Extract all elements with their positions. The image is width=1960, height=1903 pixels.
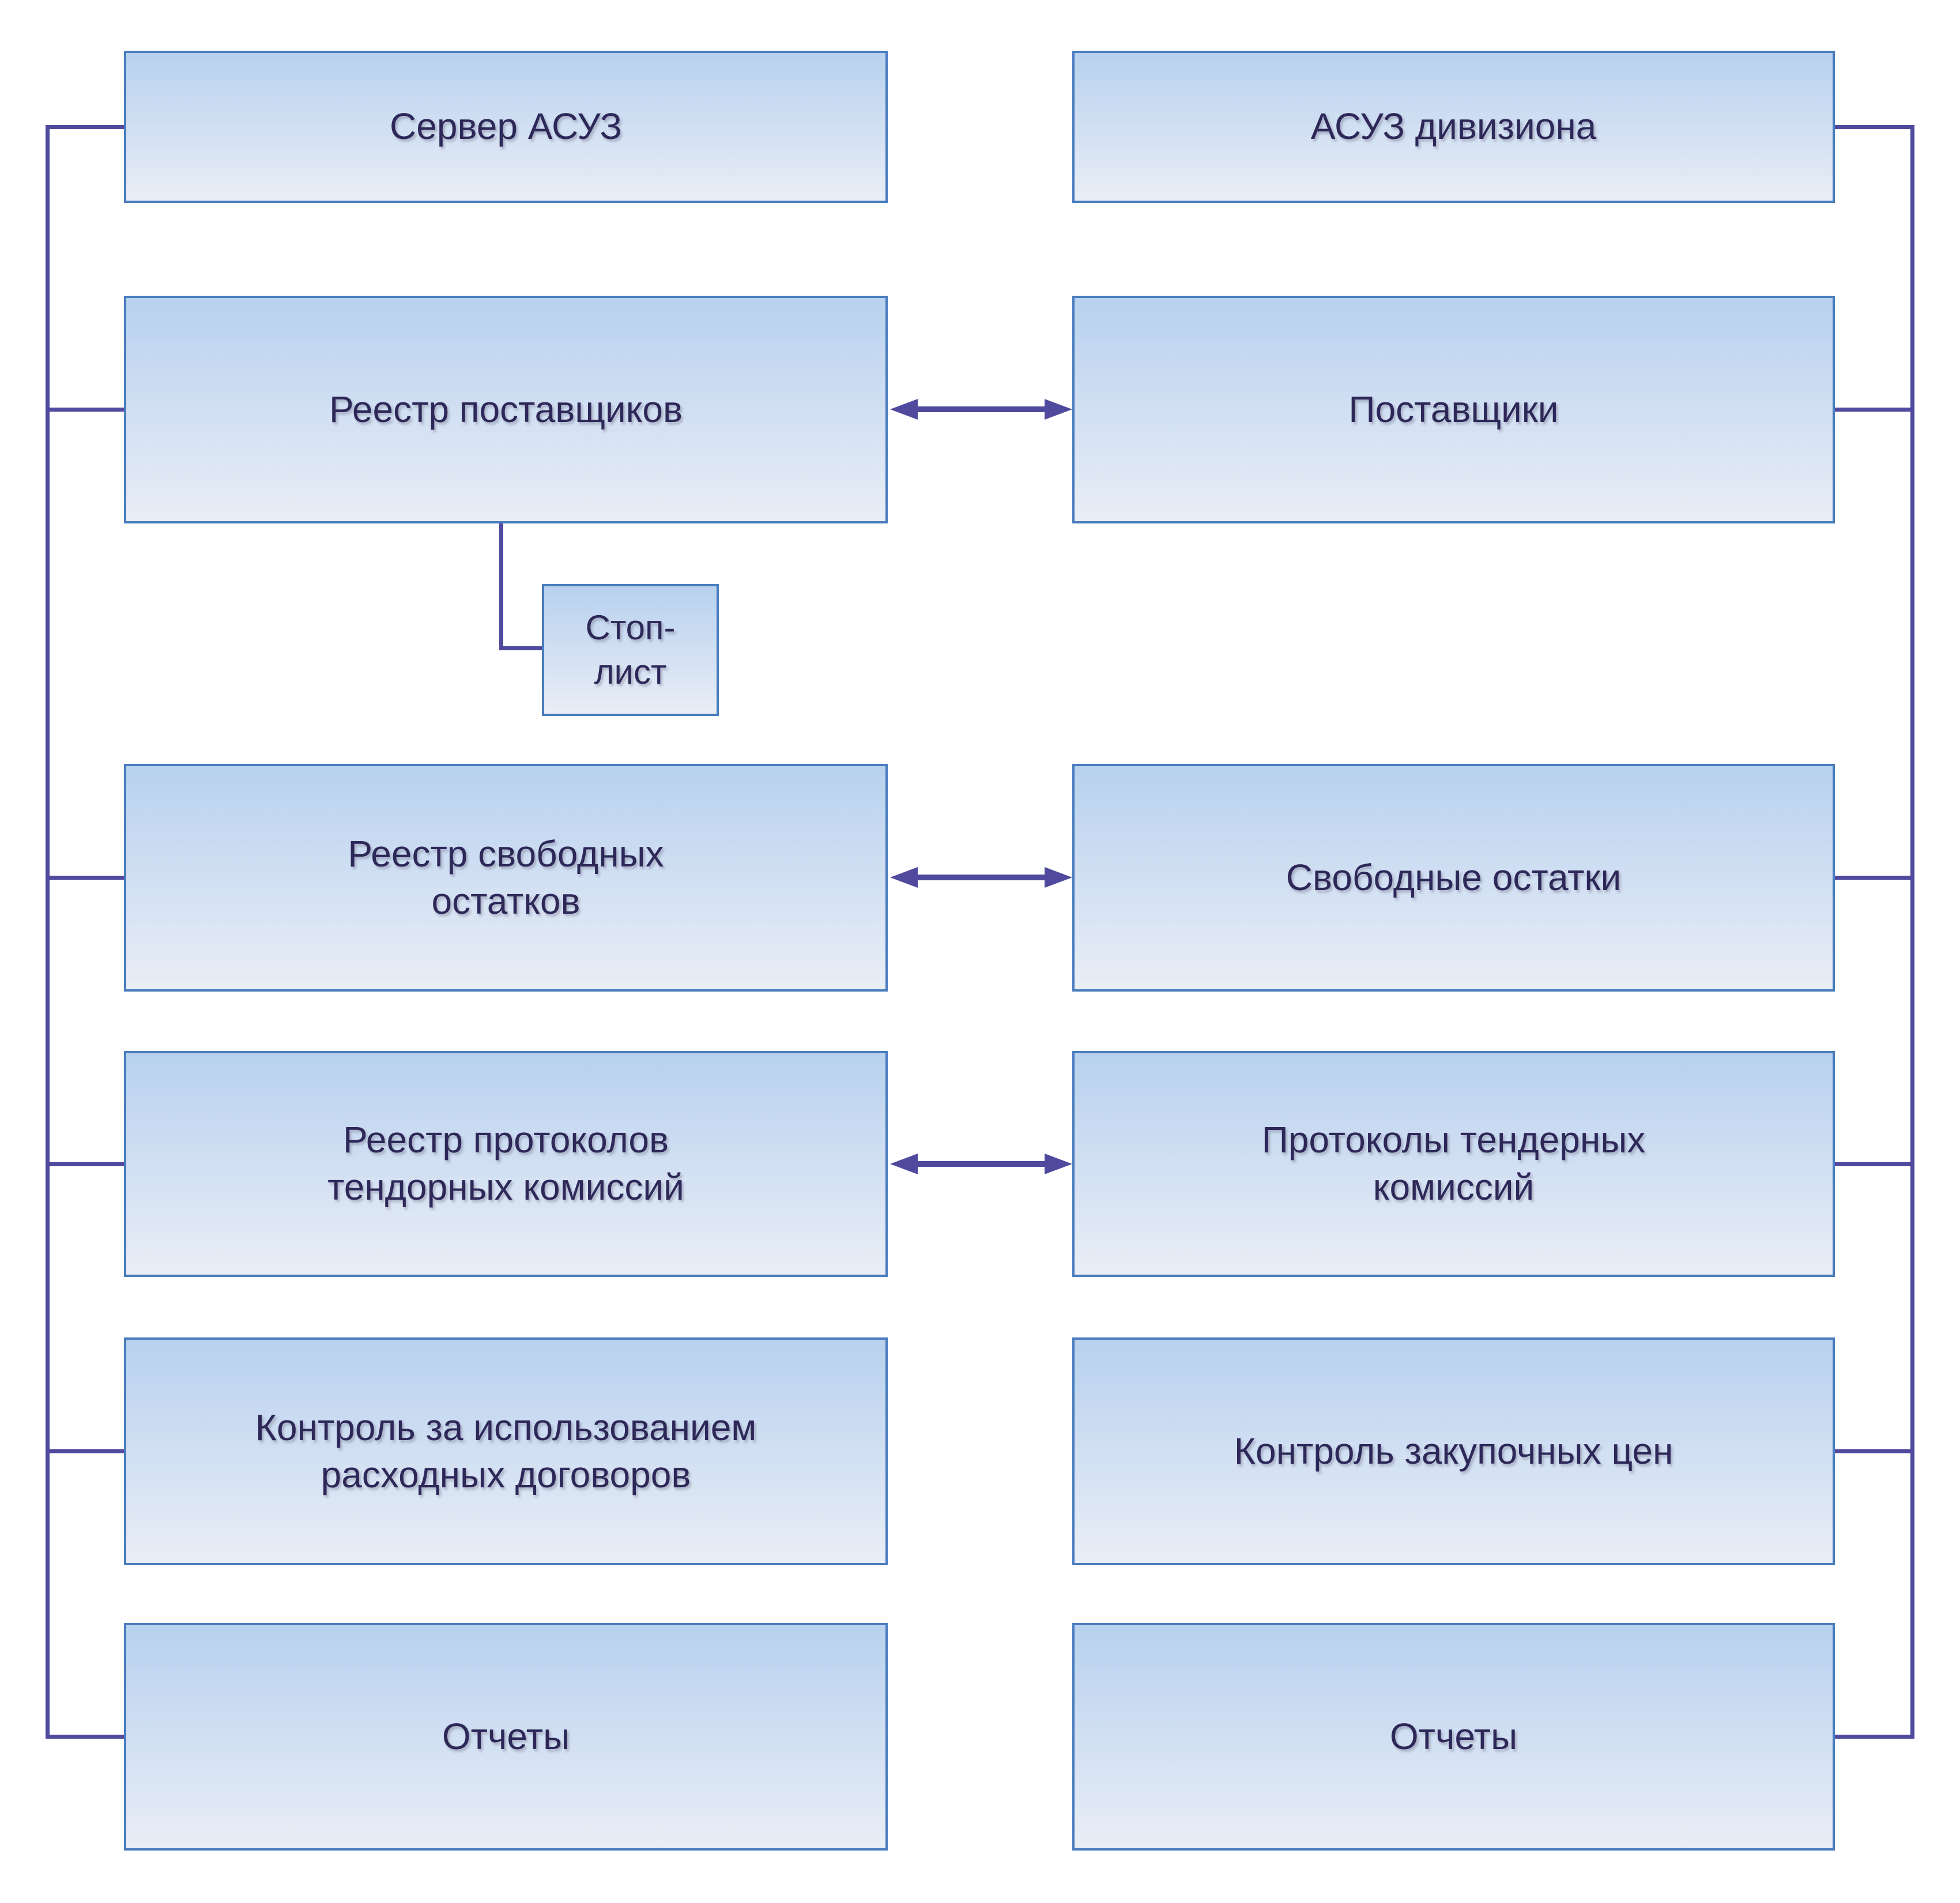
node-asuz-diviziona: АСУЗ дивизиона	[1072, 51, 1835, 203]
arrow-shaft	[918, 1161, 1045, 1167]
right-stub-line	[1835, 1162, 1910, 1166]
right-stub-line	[1835, 1735, 1910, 1739]
arrow-shaft	[918, 406, 1045, 412]
right-stub-line	[1835, 1449, 1910, 1453]
node-stop-list: Стоп-лист	[542, 584, 719, 716]
left-stub-line	[46, 1735, 124, 1739]
arrow-left-head-icon	[890, 867, 918, 888]
right-stub-line	[1835, 408, 1910, 412]
node-reestr-protokolov: Реестр протоколов тендорных комиссий	[124, 1051, 888, 1277]
node-postavshchiki: Поставщики	[1072, 296, 1835, 523]
stop-list-connector-vertical	[499, 522, 503, 650]
bidirectional-arrow-protocols	[890, 1154, 1072, 1174]
left-stub-line	[46, 408, 124, 412]
node-protokoly-tendernykh-komissiy: Протоколы тендерных комиссий	[1072, 1051, 1835, 1277]
arrow-right-head-icon	[1045, 1154, 1072, 1174]
arrow-left-head-icon	[890, 1154, 918, 1174]
arrow-shaft	[918, 875, 1045, 880]
bidirectional-arrow-free-balances	[890, 867, 1072, 888]
node-reestr-postavshchikov: Реестр поставщиков	[124, 296, 888, 523]
node-otchety-left: Отчеты	[124, 1623, 888, 1851]
right-stub-line	[1835, 125, 1910, 129]
arrow-right-head-icon	[1045, 867, 1072, 888]
arrow-right-head-icon	[1045, 399, 1072, 420]
node-kontrol-raskhodnykh-dogovorov: Контроль за использованием расходных дог…	[124, 1337, 888, 1565]
right-stub-line	[1835, 876, 1910, 880]
stop-list-connector-horizontal	[499, 646, 542, 650]
node-server-asuz: Сервер АСУЗ	[124, 51, 888, 203]
node-otchety-right: Отчеты	[1072, 1623, 1835, 1851]
node-kontrol-zakupochnykh-tsen: Контроль закупочных цен	[1072, 1337, 1835, 1565]
left-stub-line	[46, 1449, 124, 1453]
node-svobodnye-ostatki: Свободные остатки	[1072, 764, 1835, 992]
arrow-left-head-icon	[890, 399, 918, 420]
bidirectional-arrow-suppliers	[890, 399, 1072, 420]
node-reestr-svobodnykh-ostatkov: Реестр свободных остатков	[124, 764, 888, 992]
left-stub-line	[46, 125, 124, 129]
left-trunk-line	[46, 125, 50, 1739]
left-stub-line	[46, 1162, 124, 1166]
right-trunk-line	[1910, 125, 1914, 1739]
left-stub-line	[46, 876, 124, 880]
